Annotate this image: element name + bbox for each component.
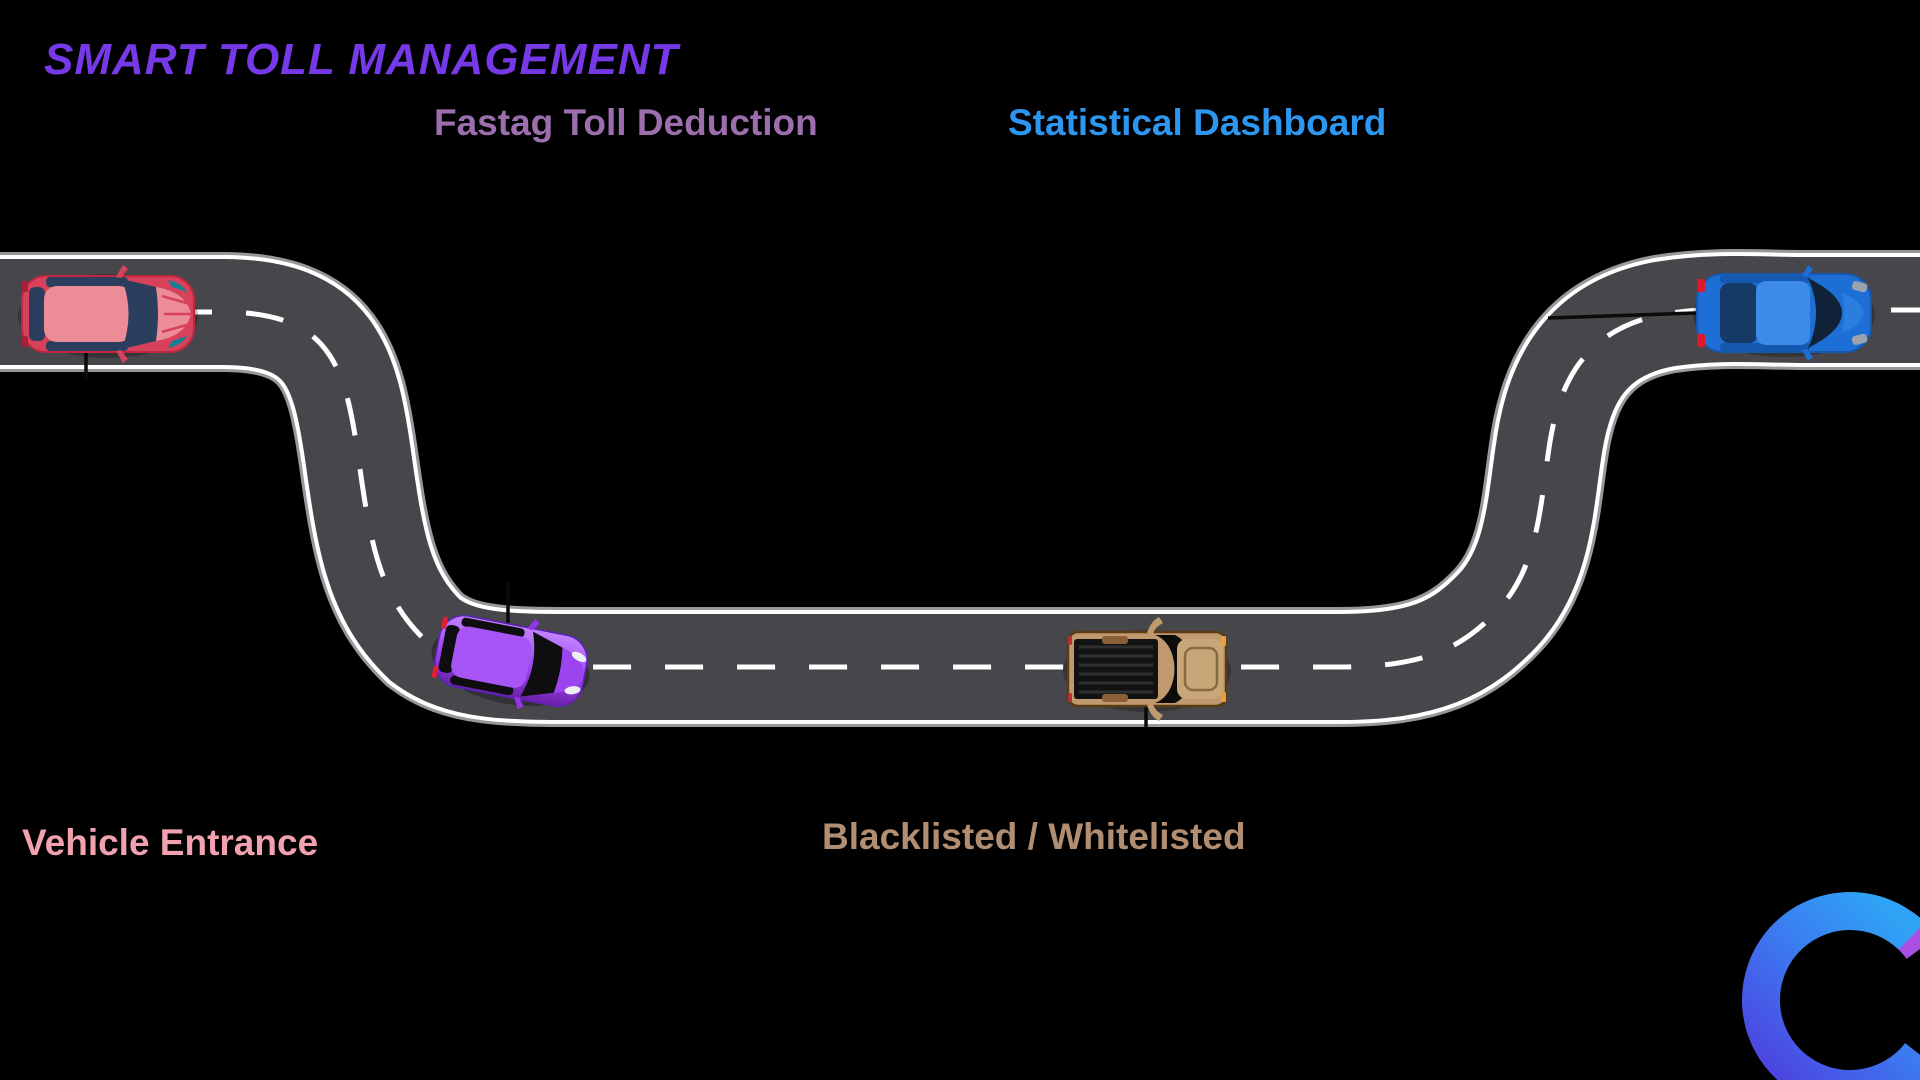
label-fastag-toll-deduction: Fastag Toll Deduction [434, 102, 818, 143]
label-statistical-dashboard: Statistical Dashboard [1008, 102, 1387, 143]
page-title: SMART TOLL MANAGEMENT [44, 35, 679, 84]
blue-car-mirror [1802, 265, 1813, 277]
red-car-mirror [116, 265, 128, 278]
label-blacklisted-whitelisted: Blacklisted / Whitelisted [822, 816, 1246, 857]
road-center-dashes [0, 306, 1920, 670]
purple-car-icon [431, 614, 590, 710]
ring-logo-icon [1741, 892, 1920, 1080]
label-vehicle-entrance: Vehicle Entrance [22, 822, 319, 863]
truck-mirror [1147, 617, 1163, 634]
blue-car-icon [1693, 265, 1875, 361]
truck-icon [1063, 617, 1231, 721]
red-car-icon [18, 265, 198, 363]
road [0, 249, 1920, 728]
